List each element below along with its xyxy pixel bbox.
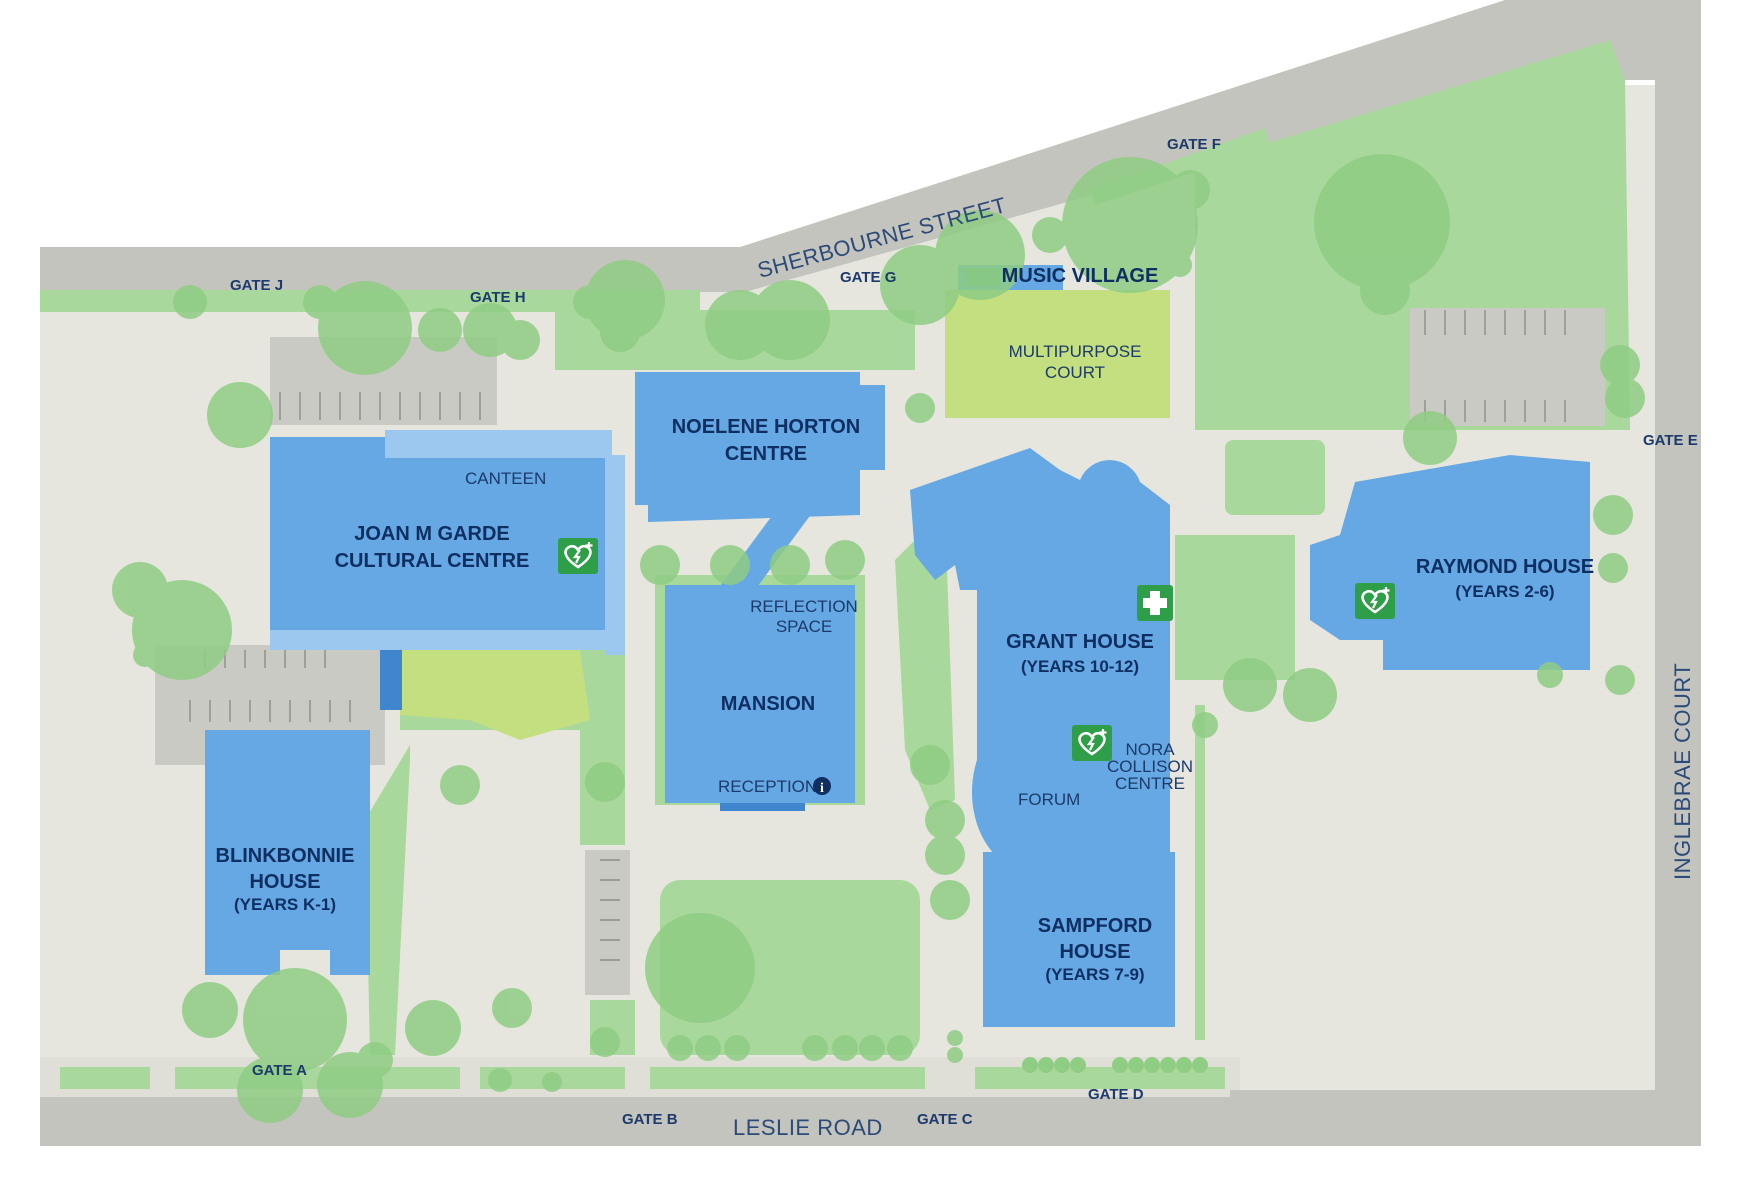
mansion-label: MANSION bbox=[721, 693, 815, 715]
sampford-house-label-2: HOUSE bbox=[1059, 941, 1130, 963]
canteen-label: CANTEEN bbox=[465, 469, 546, 488]
forum-label: FORUM bbox=[1018, 790, 1080, 809]
noelene-horton-label: NOELENE HORTON bbox=[672, 416, 861, 438]
nora-collison-label-2: COLLISON bbox=[1107, 757, 1193, 776]
noelene-horton-label-2: CENTRE bbox=[725, 443, 807, 465]
leslie-road-label: LESLIE ROAD bbox=[733, 1115, 883, 1140]
raymond-house-years-label: (YEARS 2-6) bbox=[1455, 582, 1554, 601]
gate-b-label: GATE B bbox=[622, 1111, 678, 1128]
trees bbox=[112, 154, 1645, 1123]
nora-collison-label: NORA bbox=[1125, 740, 1175, 759]
gate-e-label: GATE E bbox=[1643, 432, 1698, 449]
blinkbonnie-house-label-2: HOUSE bbox=[249, 871, 320, 893]
music-village-label: MUSIC VILLAGE bbox=[1002, 265, 1159, 287]
aed-heart-icon bbox=[1353, 581, 1397, 621]
reception-label: RECEPTION bbox=[718, 777, 817, 796]
gate-f-label: GATE F bbox=[1167, 136, 1221, 153]
gate-j-label: GATE J bbox=[230, 277, 283, 294]
sampford-house-years-label: (YEARS 7-9) bbox=[1045, 965, 1144, 984]
hedge-row bbox=[1022, 1057, 1208, 1073]
reflection-space-label-2: SPACE bbox=[776, 617, 832, 636]
multipurpose-court-label: MULTIPURPOSE bbox=[1009, 342, 1142, 361]
joan-m-garde-label: JOAN M GARDE bbox=[354, 523, 510, 545]
grant-house-label: GRANT HOUSE bbox=[1006, 631, 1154, 653]
reflection-space-label: REFLECTION bbox=[750, 597, 858, 616]
info-icon: i bbox=[813, 777, 831, 796]
blinkbonnie-house-label: BLINKBONNIE bbox=[216, 845, 355, 867]
joan-m-garde-label-2: CULTURAL CENTRE bbox=[335, 550, 530, 572]
inglebrae-court-label: INGLEBRAE COURT bbox=[1670, 663, 1695, 880]
first-aid-cross-icon bbox=[1137, 585, 1173, 621]
gate-a-label: GATE A bbox=[252, 1062, 307, 1079]
gate-g-label: GATE G bbox=[840, 269, 896, 286]
roads bbox=[40, 0, 1701, 1146]
blinkbonnie-house-years-label: (YEARS K-1) bbox=[234, 895, 336, 914]
aed-heart-icon bbox=[1070, 723, 1114, 763]
courts bbox=[400, 290, 1170, 740]
aed-heart-icon bbox=[556, 536, 600, 576]
sampford-house-label: SAMPFORD bbox=[1038, 915, 1152, 937]
multipurpose-court-label-2: COURT bbox=[1045, 363, 1105, 382]
gate-d-label: GATE D bbox=[1088, 1086, 1144, 1103]
grant-house-years-label: (YEARS 10-12) bbox=[1021, 657, 1139, 676]
gate-c-label: GATE C bbox=[917, 1111, 973, 1128]
raymond-house-label: RAYMOND HOUSE bbox=[1416, 556, 1594, 578]
svg-text:i: i bbox=[820, 781, 824, 796]
nora-collison-label-3: CENTRE bbox=[1115, 774, 1185, 793]
gate-h-label: GATE H bbox=[470, 289, 526, 306]
buildings bbox=[205, 265, 1590, 1027]
